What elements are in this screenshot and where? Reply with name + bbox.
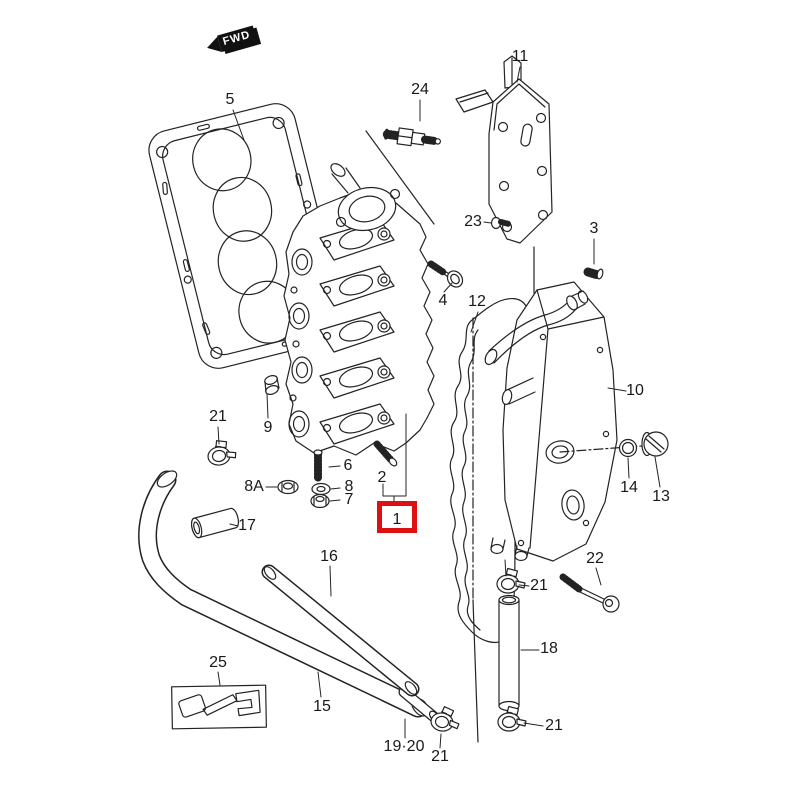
spark-plug-drawing <box>382 127 442 147</box>
tube-18-drawing <box>498 594 520 712</box>
label-plate-drawing <box>171 684 267 730</box>
part-callout-19-20[interactable]: 19·20 <box>383 738 425 755</box>
o-ring-drawing <box>618 438 638 458</box>
part-callout-11[interactable]: 11 <box>511 48 529 65</box>
part-callout-8A[interactable]: 8A <box>244 478 264 495</box>
selected-part-highlight[interactable] <box>377 501 417 533</box>
part-callout-6[interactable]: 6 <box>343 457 353 474</box>
part-callout-9[interactable]: 9 <box>263 419 273 436</box>
stud-2-drawing <box>373 440 398 467</box>
leader-lines <box>217 66 661 749</box>
part-callout-24[interactable]: 24 <box>411 81 429 98</box>
cylinder-head-drawing <box>283 163 435 456</box>
part-callout-12[interactable]: 12 <box>468 293 486 310</box>
part-callout-7[interactable]: 7 <box>344 491 354 508</box>
part-callout-4[interactable]: 4 <box>438 292 448 309</box>
part-callout-23[interactable]: 23 <box>464 213 482 230</box>
part-callout-25[interactable]: 25 <box>209 654 227 671</box>
part-callout-22[interactable]: 22 <box>586 550 604 567</box>
part-callout-1[interactable]: 1 <box>392 511 402 528</box>
bolt-4-drawing <box>427 260 464 288</box>
part-callout-21[interactable]: 21 <box>530 577 548 594</box>
part-callout-14[interactable]: 14 <box>620 479 638 496</box>
washer-drawing <box>311 482 331 496</box>
part-callout-21[interactable]: 21 <box>431 748 449 765</box>
plug-3-drawing <box>583 267 604 280</box>
hose-clamp-drawing <box>496 567 526 594</box>
nut-7-drawing <box>310 493 330 509</box>
part-callout-2[interactable]: 2 <box>377 469 387 486</box>
hose-clamp-drawing <box>429 704 463 735</box>
part-callout-21[interactable]: 21 <box>545 717 563 734</box>
part-callout-10[interactable]: 10 <box>626 382 644 399</box>
part-callout-3[interactable]: 3 <box>589 220 599 237</box>
part-callout-8[interactable]: 8 <box>344 478 354 495</box>
part-callout-15[interactable]: 15 <box>313 698 331 715</box>
tube-16-drawing <box>261 564 420 697</box>
cap-drawing <box>641 431 669 457</box>
nut-8a-drawing <box>277 479 299 495</box>
hose-clamp-drawing <box>205 437 238 468</box>
part-callout-17[interactable]: 17 <box>238 517 256 534</box>
construction-lines <box>365 130 535 743</box>
tube-17-drawing <box>190 507 240 539</box>
stud-6-drawing <box>313 449 323 483</box>
bolt-22-drawing <box>559 573 620 613</box>
dowel-pin-drawing <box>264 375 280 395</box>
part-callout-5[interactable]: 5 <box>225 91 235 108</box>
part-callout-13[interactable]: 13 <box>652 488 670 505</box>
bracket-drawing <box>455 55 553 244</box>
head-cover-drawing <box>484 281 618 562</box>
part-callout-21[interactable]: 21 <box>209 408 227 425</box>
part-callout-18[interactable]: 18 <box>540 640 558 657</box>
hose-clamp-drawing <box>497 705 527 732</box>
part-callout-16[interactable]: 16 <box>320 548 338 565</box>
